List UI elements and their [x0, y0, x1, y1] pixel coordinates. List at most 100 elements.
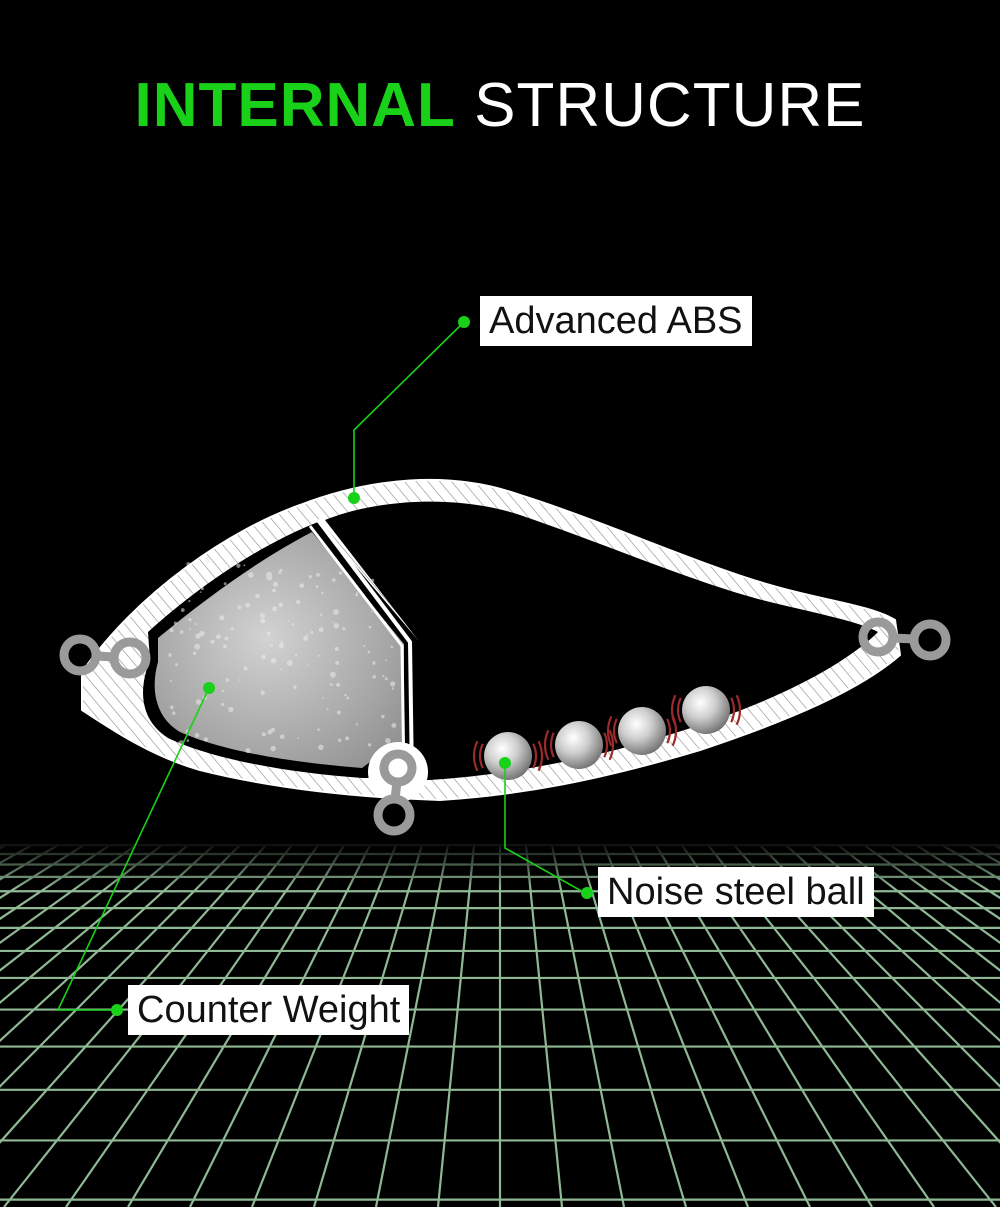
- weight-speckle: [187, 572, 190, 575]
- weight-speckle: [272, 606, 278, 612]
- weight-speckle: [236, 563, 241, 568]
- weight-speckle: [175, 663, 178, 667]
- weight-speckle: [335, 660, 340, 665]
- weight-speckle: [299, 583, 305, 589]
- weight-speckle: [261, 654, 266, 660]
- weight-speckle: [238, 679, 241, 681]
- sound-wave-icon: [606, 715, 613, 747]
- weight-speckle: [321, 591, 324, 595]
- weight-speckle: [308, 575, 313, 579]
- weight-speckle: [278, 602, 283, 608]
- sound-wave-icon: [532, 743, 538, 769]
- sound-wave-icon: [735, 694, 742, 726]
- weight-speckle: [192, 651, 197, 655]
- weight-speckle: [204, 557, 211, 564]
- weight-speckle: [260, 690, 265, 696]
- weight-speckle: [333, 623, 340, 629]
- weight-leader-line: [56, 687, 210, 1011]
- weight-speckle: [169, 679, 172, 682]
- weight-speckle: [370, 578, 375, 583]
- weight-speckle: [194, 643, 201, 650]
- weight-speckle: [279, 668, 282, 671]
- weight-speckle: [194, 622, 197, 626]
- steel-ball: [472, 732, 544, 780]
- weight-speckle: [245, 602, 251, 608]
- weight-speckle: [270, 745, 276, 752]
- weight-speckle: [243, 666, 248, 671]
- weight-speckle: [372, 661, 376, 665]
- weight-speckle: [220, 702, 224, 706]
- steel-ball-body: [618, 707, 666, 755]
- weight-speckle: [291, 623, 295, 626]
- weight-speckle: [195, 699, 202, 705]
- weight-speckle: [237, 605, 242, 610]
- weight-speckle: [370, 610, 373, 613]
- weight-speckle: [391, 687, 394, 690]
- sound-wave-icon: [676, 697, 682, 723]
- weight-speckle: [332, 609, 339, 615]
- weight-speckle: [372, 675, 376, 679]
- sound-wave-icon: [478, 743, 484, 769]
- weight-speckle: [199, 630, 205, 637]
- weight-speckle: [280, 640, 283, 644]
- weight-speckle: [368, 625, 372, 629]
- weight-speckle: [194, 733, 200, 738]
- weight-speckle: [221, 689, 225, 693]
- weight-speckle: [334, 646, 339, 651]
- weight-speckle: [168, 653, 172, 657]
- weight-speckle: [225, 678, 230, 682]
- leader-lines: [56, 321, 586, 1011]
- weight-speckle: [382, 675, 385, 678]
- weight-leader-dot: [111, 1004, 123, 1016]
- weight-speckle: [186, 739, 190, 742]
- weight-speckle: [186, 562, 191, 567]
- sound-wave-icon: [537, 740, 544, 772]
- weight-speckle: [318, 744, 324, 751]
- weight-speckle: [337, 738, 342, 743]
- weight-speckle: [346, 696, 350, 700]
- weight-speckle: [318, 627, 324, 633]
- abs-leader-line: [353, 321, 465, 498]
- weight-speckle: [385, 659, 387, 662]
- weight-speckle: [270, 657, 277, 664]
- weight-speckle: [279, 734, 285, 740]
- counter-weight: [154, 532, 404, 768]
- weight-speckle: [306, 633, 309, 636]
- weight-speckle: [222, 644, 227, 649]
- weight-speckle: [255, 593, 260, 599]
- weight-speckle: [367, 743, 372, 747]
- page-title: INTERNAL STRUCTURE: [0, 68, 1000, 144]
- sound-wave-icon: [543, 729, 550, 761]
- weight-speckle: [336, 682, 341, 687]
- weight-speckle: [223, 568, 227, 572]
- steel-balls: [472, 686, 742, 780]
- weight-speckle: [266, 631, 271, 636]
- ball-anchor-dot: [499, 757, 511, 769]
- belly-eyelet-icon: [373, 749, 417, 836]
- weight-speckle: [261, 732, 266, 737]
- weight-speckle: [329, 671, 336, 678]
- weight-speckle: [230, 627, 234, 631]
- sound-wave-icon: [549, 732, 555, 758]
- divider-wall: [316, 518, 414, 781]
- weight-speckle: [319, 613, 323, 616]
- weight-speckle: [316, 573, 320, 577]
- weight-speckle: [390, 681, 396, 687]
- weight-anchor-dot: [203, 682, 215, 694]
- divider-wall-inner: [308, 525, 406, 781]
- weight-speckle: [232, 558, 236, 562]
- weight-speckle: [342, 627, 346, 631]
- label-counter-weight: Counter Weight: [128, 985, 410, 1035]
- weight-speckle: [279, 644, 284, 649]
- weight-speckle: [173, 621, 178, 625]
- weight-speckle: [355, 723, 359, 726]
- weight-speckle: [381, 714, 385, 719]
- weight-speckle: [170, 705, 174, 710]
- weight-speckle: [297, 737, 300, 740]
- weight-speckle: [195, 633, 201, 639]
- weight-speckle: [338, 571, 343, 575]
- weight-speckle: [224, 636, 229, 641]
- weight-speckle: [223, 582, 227, 586]
- weight-speckle: [310, 630, 314, 634]
- weight-speckle: [345, 736, 350, 741]
